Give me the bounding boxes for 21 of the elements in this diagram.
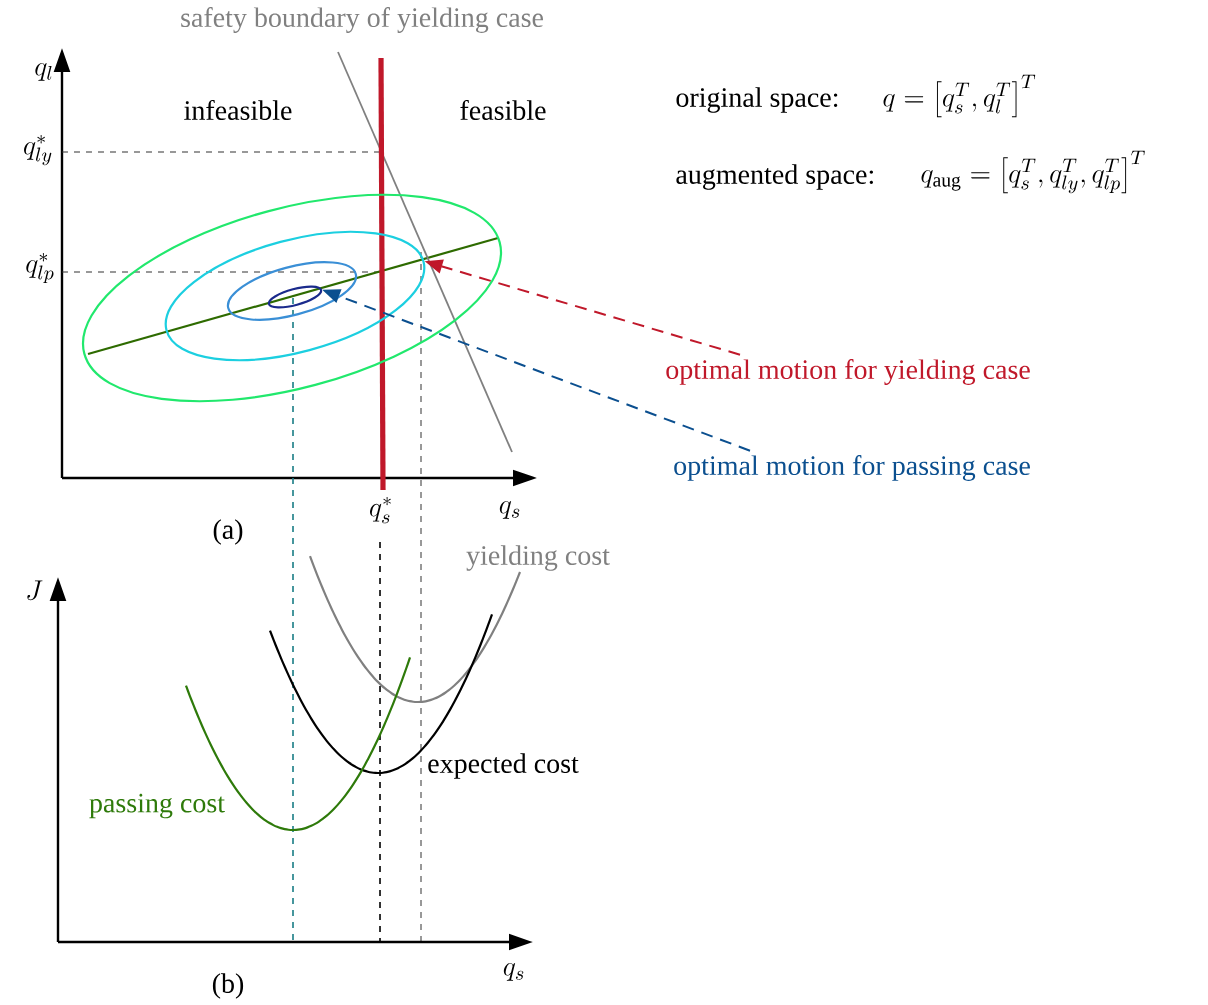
curve-label: optimal motion for yielding case [666,359,1030,385]
axis-label: $q_l$ [35,62,52,81]
space-label: augmented space: [676,164,873,190]
axis-label: $q_s^*$ [370,496,391,524]
boundary-label: safety boundary of yielding case [181,7,543,33]
panel-label: (a) [213,519,243,545]
curve-label: passing cost [89,793,225,819]
region-label: feasible [460,100,546,120]
axis-label: $q_{lp}^*$ [26,253,54,283]
axis-label: $q_s$ [503,962,524,981]
formula: $q_{\mathrm{aug}} = \left[q_s^T, q_{ly}^T, q_{lp}^T\right]^T$ [921,150,1145,194]
region-label: infeasible [184,100,292,120]
formula: $q = \left[q_s^T, q_l^T\right]^T$ [883,74,1036,118]
axis-label: $q_s$ [499,500,520,519]
curve-label: yielding cost [466,545,610,571]
axis-label: $q_{ly}^*$ [24,135,52,166]
space-label: original space: [676,87,838,113]
curve-label: expected cost [428,753,579,779]
curve-label: optimal motion for passing case [674,455,1030,481]
axis-label: $J$ [27,580,43,601]
panel-label: (b) [212,973,244,999]
